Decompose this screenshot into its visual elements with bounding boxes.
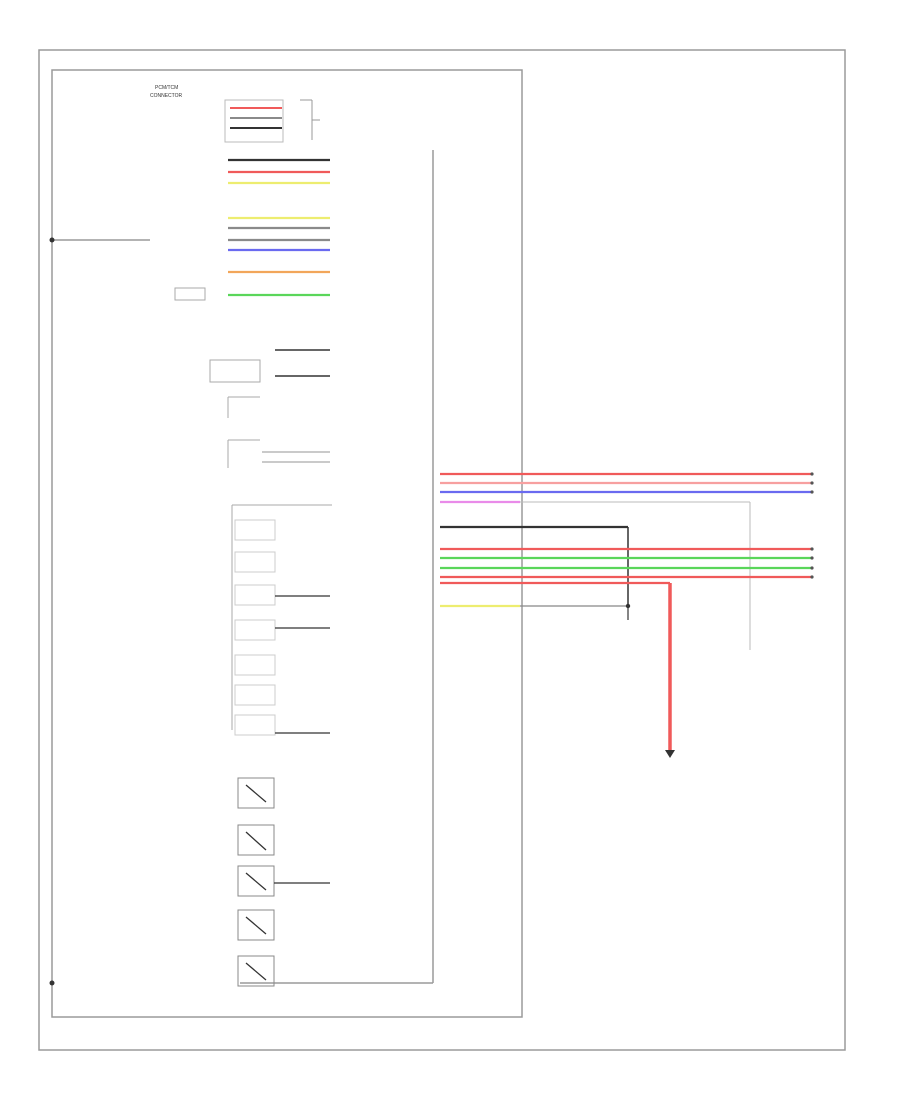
right-end-markers [810,472,814,579]
outer-frame [38,49,846,1051]
sensor-wires [228,158,330,297]
bus-dot-top [49,237,55,243]
pcm-title: PCM/TCM [155,85,178,91]
pcm-subtitle: CONNECTOR [150,93,183,99]
pcm-box [51,69,523,1018]
bus-dot-bottom [49,980,55,986]
fluid-temp-sensor [174,287,206,301]
pressure-switches [237,777,330,987]
right-wire-bundle [440,472,812,758]
solenoid-block [231,504,332,736]
speed-sensor-group [224,99,320,143]
turbine-sensors [227,396,330,468]
input-output-sensors [209,349,330,383]
